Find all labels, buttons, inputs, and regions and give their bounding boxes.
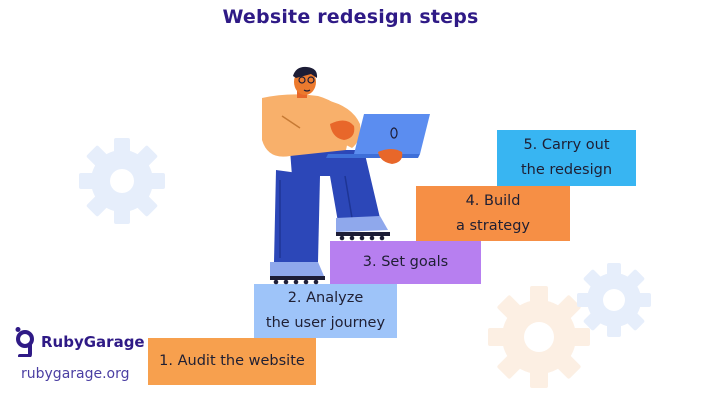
step-label: 4. Build a strategy (456, 192, 530, 234)
step-3-set-goals: 3. Set goals (330, 241, 481, 284)
gear-icon (577, 263, 651, 337)
step-1-audit: 1. Audit the website (148, 338, 316, 385)
brand-url[interactable]: rubygarage.org (21, 366, 130, 382)
step-5-redesign: 5. Carry out the redesign (497, 130, 636, 186)
brand-name: RubyGarage (41, 333, 145, 351)
step-4-build-strategy: 4. Build a strategy (416, 186, 570, 241)
step-label: 3. Set goals (362, 254, 449, 270)
step-label: 5. Carry out the redesign (520, 137, 613, 178)
brand-logo: RubyGarage (15, 327, 145, 357)
gear-icon (79, 138, 165, 224)
step-2-analyze: 2. Analyze the user journey (254, 284, 397, 338)
step-label: 2. Analyze the user journey (265, 290, 386, 331)
gear-icon (488, 286, 590, 388)
rubygarage-logo-icon (15, 327, 34, 357)
step-label: 1. Audit the website (159, 353, 305, 369)
diagram-title: Website redesign steps (222, 6, 479, 28)
